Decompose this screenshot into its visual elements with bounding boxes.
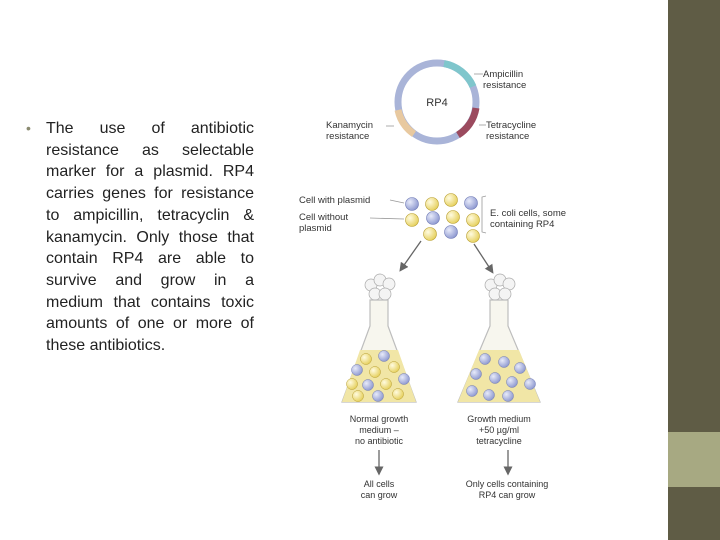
cell-without-plasmid-line2: plasmid [299, 223, 332, 234]
plasmid-selection-figure: RP4 Ampicillin resistance Tetracycline r… [286, 22, 618, 515]
diagram-svg: RP4 Ampicillin resistance Tetracycline r… [299, 59, 566, 500]
cell-cluster [405, 193, 480, 243]
right-flask-label-line2: +50 µg/ml [479, 425, 519, 435]
arrow-to-right-flask [473, 243, 494, 274]
right-result-line2: RP4 can grow [479, 490, 536, 500]
cell-legend: Cell with plasmid Cell without plasmid E… [299, 193, 566, 243]
plasmid-ring [394, 59, 480, 145]
left-flask: Normal growth medium – no antibiotic All… [341, 273, 417, 500]
ampicillin-gene-segment [443, 60, 477, 89]
left-flask-label-line2: medium – [359, 425, 399, 435]
kanamycin-gene-segment [394, 109, 417, 137]
right-flask-label-line3: tetracycline [476, 436, 522, 446]
ecoli-label-line2: containing RP4 [490, 219, 554, 230]
kanamycin-label-line2: resistance [326, 131, 369, 142]
right-flask-cells [466, 353, 536, 402]
ampicillin-label-line2: resistance [483, 80, 526, 91]
left-flask-cotton-plug [364, 273, 396, 301]
slide-bullet-text: • The use of antibiotic resistance as se… [26, 118, 254, 357]
left-flask-label-line1: Normal growth [350, 414, 409, 424]
right-flask-label-line1: Growth medium [467, 414, 531, 424]
tetracycline-label-line2: resistance [486, 131, 529, 142]
ampicillin-label-line1: Ampicillin [483, 69, 523, 80]
tetracycline-gene-segment [456, 107, 480, 138]
tetracycline-label-line1: Tetracycline [486, 120, 536, 131]
left-result-line2: can grow [361, 490, 398, 500]
arrow-to-left-flask [399, 240, 422, 272]
cell-with-plasmid-label: Cell with plasmid [299, 195, 370, 206]
plasmid-map: RP4 Ampicillin resistance Tetracycline r… [326, 59, 536, 145]
left-flask-label-line3: no antibiotic [355, 436, 404, 446]
side-decor-accent [668, 432, 720, 487]
right-result-line1: Only cells containing [466, 479, 549, 489]
left-flask-cells [346, 350, 410, 402]
cell-without-plasmid-line1: Cell without [299, 212, 348, 223]
bullet-paragraph: The use of antibiotic resistance as sele… [46, 120, 254, 355]
ecoli-label-line1: E. coli cells, some [490, 208, 566, 219]
right-flask: Growth medium +50 µg/ml tetracycline Onl… [457, 273, 549, 500]
left-result-line1: All cells [364, 479, 395, 489]
bullet-icon: • [26, 120, 31, 136]
right-flask-cotton-plug [484, 273, 516, 301]
kanamycin-label-line1: Kanamycin [326, 120, 373, 131]
plasmid-name-label: RP4 [426, 97, 447, 109]
